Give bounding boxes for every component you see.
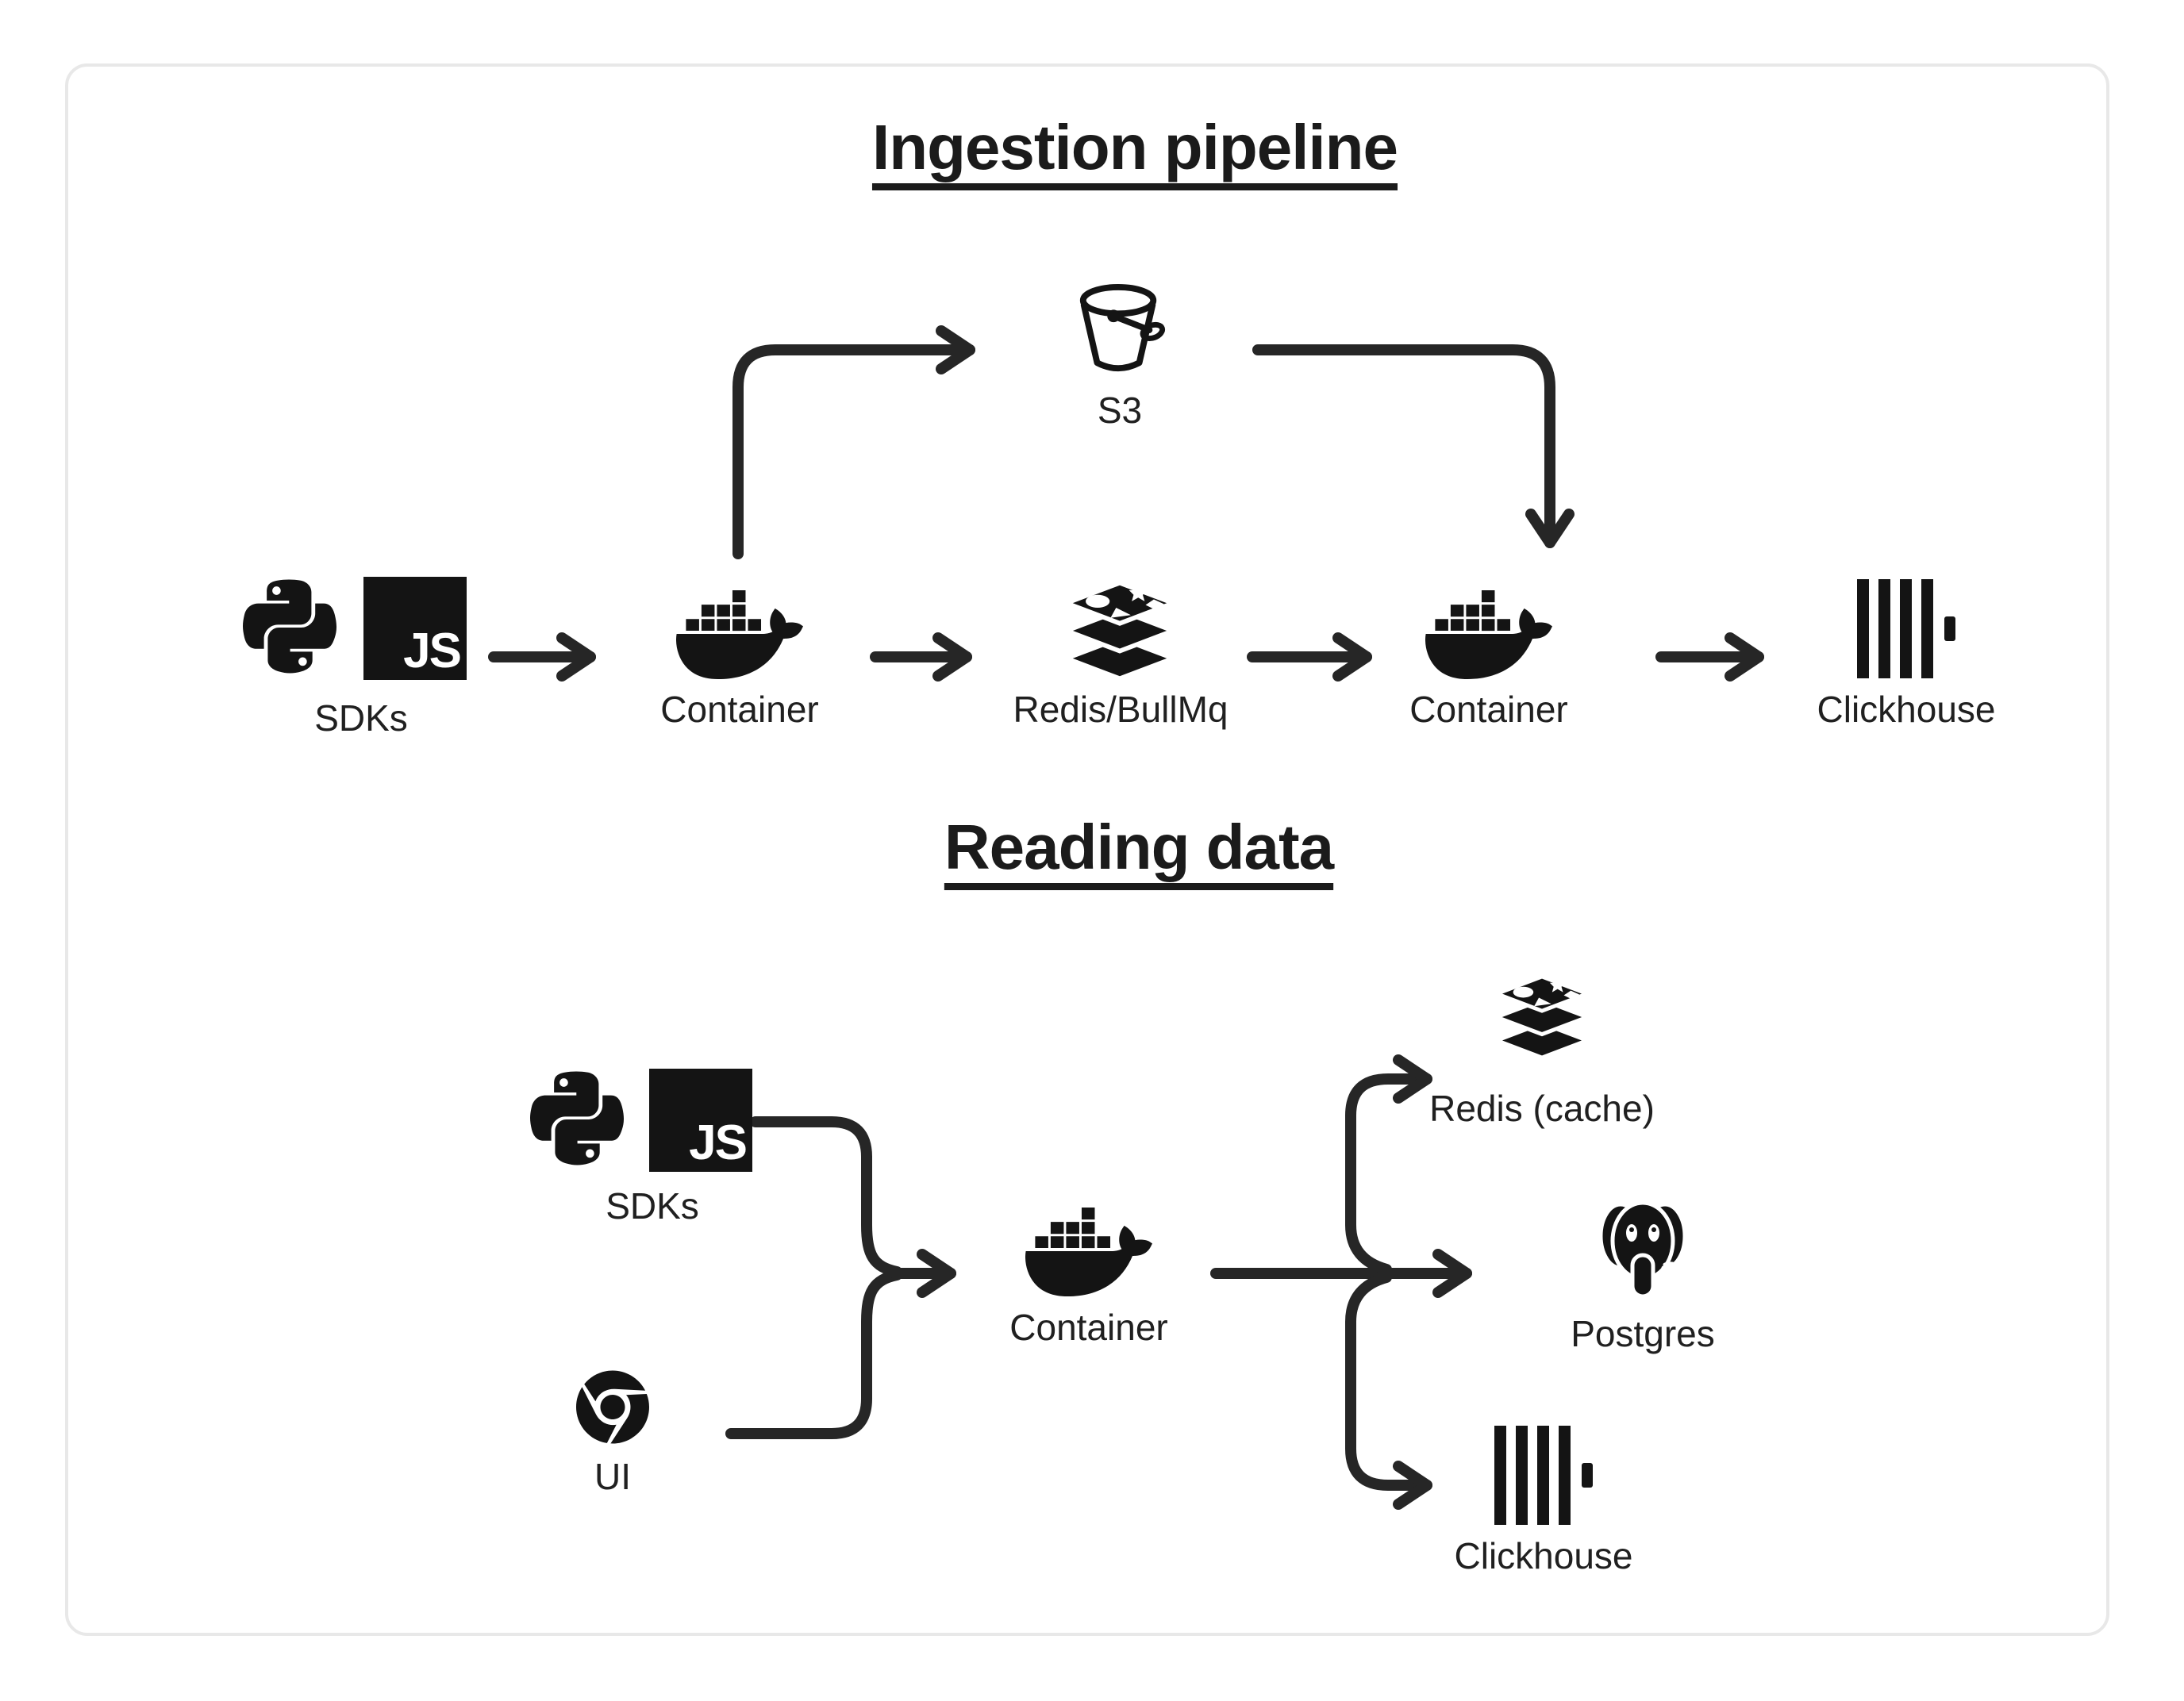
docker-icon — [676, 584, 803, 685]
s3-label: S3 — [1097, 390, 1143, 431]
clickhouse-label: Clickhouse — [1817, 689, 1996, 730]
container-read-label: Container — [1009, 1307, 1168, 1348]
chrome-icon — [576, 1369, 649, 1445]
s3-bucket-icon — [1073, 281, 1167, 379]
clickhouse-icon — [1857, 579, 1956, 678]
redis-icon — [1064, 579, 1175, 682]
redis-icon — [1495, 973, 1589, 1061]
docker-icon — [1025, 1201, 1152, 1303]
arrow-s3-to-container — [1252, 344, 1575, 548]
arrow-container-to-redis-cache — [1345, 1054, 1432, 1275]
postgres-label: Postgres — [1571, 1313, 1715, 1354]
arrow-container-to-clickhouse-read — [1345, 1272, 1432, 1510]
sdks-label: SDKs — [314, 697, 408, 739]
line-sdks-to-merge — [750, 1116, 902, 1277]
js-icon-text: JS — [403, 624, 460, 678]
queue-label: Redis/BullMq — [1013, 689, 1228, 730]
line-ui-to-merge — [725, 1269, 902, 1439]
arrow-container-to-s3 — [732, 325, 975, 559]
ui-label: UI — [594, 1456, 631, 1497]
redis-cache-label: Redis (cache) — [1429, 1088, 1655, 1129]
reading-title: Reading data — [944, 812, 1334, 882]
container-in-label: Container — [660, 689, 819, 730]
postgres-icon — [1592, 1192, 1694, 1298]
python-icon — [530, 1065, 624, 1172]
python-icon — [243, 573, 336, 680]
ingestion-title: Ingestion pipeline — [871, 112, 1398, 182]
clickhouse-icon — [1494, 1426, 1594, 1525]
container-out-label: Container — [1409, 689, 1568, 730]
sdks-read-label: SDKs — [606, 1185, 699, 1227]
js-icon-text: JS — [689, 1115, 746, 1170]
js-icon: JS — [363, 577, 467, 680]
docker-icon — [1425, 584, 1552, 685]
clickhouse-read-label: Clickhouse — [1454, 1535, 1633, 1576]
js-icon: JS — [649, 1069, 752, 1172]
